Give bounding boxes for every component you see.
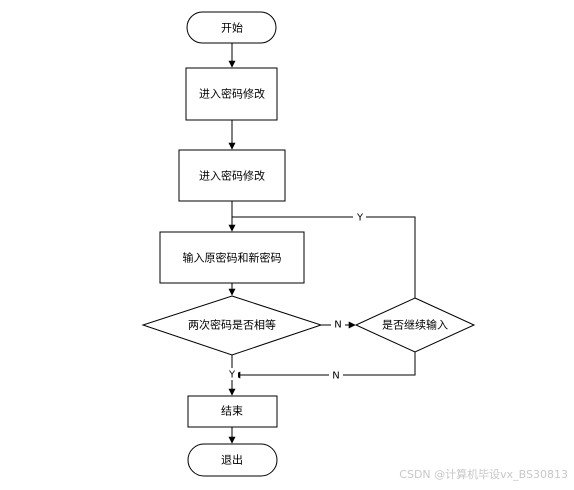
- start-terminal: [186, 11, 277, 44]
- exit-label: 退出: [221, 453, 243, 467]
- edge-label-n-check: N: [334, 320, 341, 331]
- exit-terminal: [187, 443, 278, 477]
- input-label: 输入原密码和新密码: [183, 251, 282, 265]
- continue-decision: [354, 297, 476, 353]
- step2-label: 进入密码修改: [199, 169, 265, 183]
- step2-box: [178, 149, 286, 202]
- input-box: [159, 231, 305, 284]
- edge-continue-loop: [232, 216, 416, 298]
- edge-label-y-loop: Y: [356, 213, 364, 224]
- watermark: CSDN @计算机毕设vx_BS30813: [399, 468, 568, 481]
- edge-label-y-end: Y: [228, 370, 236, 381]
- start-label: 开始: [221, 21, 243, 35]
- edge-label-n-end: N: [332, 371, 339, 382]
- check-decision: [141, 295, 323, 356]
- check-label: 两次密码是否相等: [188, 318, 276, 332]
- finish-label: 结束: [221, 405, 243, 418]
- step1-box: [185, 67, 278, 121]
- step1-label: 进入密码修改: [199, 87, 265, 101]
- edge-continue-end: [233, 352, 416, 379]
- finish-box: [187, 395, 278, 428]
- continue-label: 是否继续输入: [382, 318, 448, 332]
